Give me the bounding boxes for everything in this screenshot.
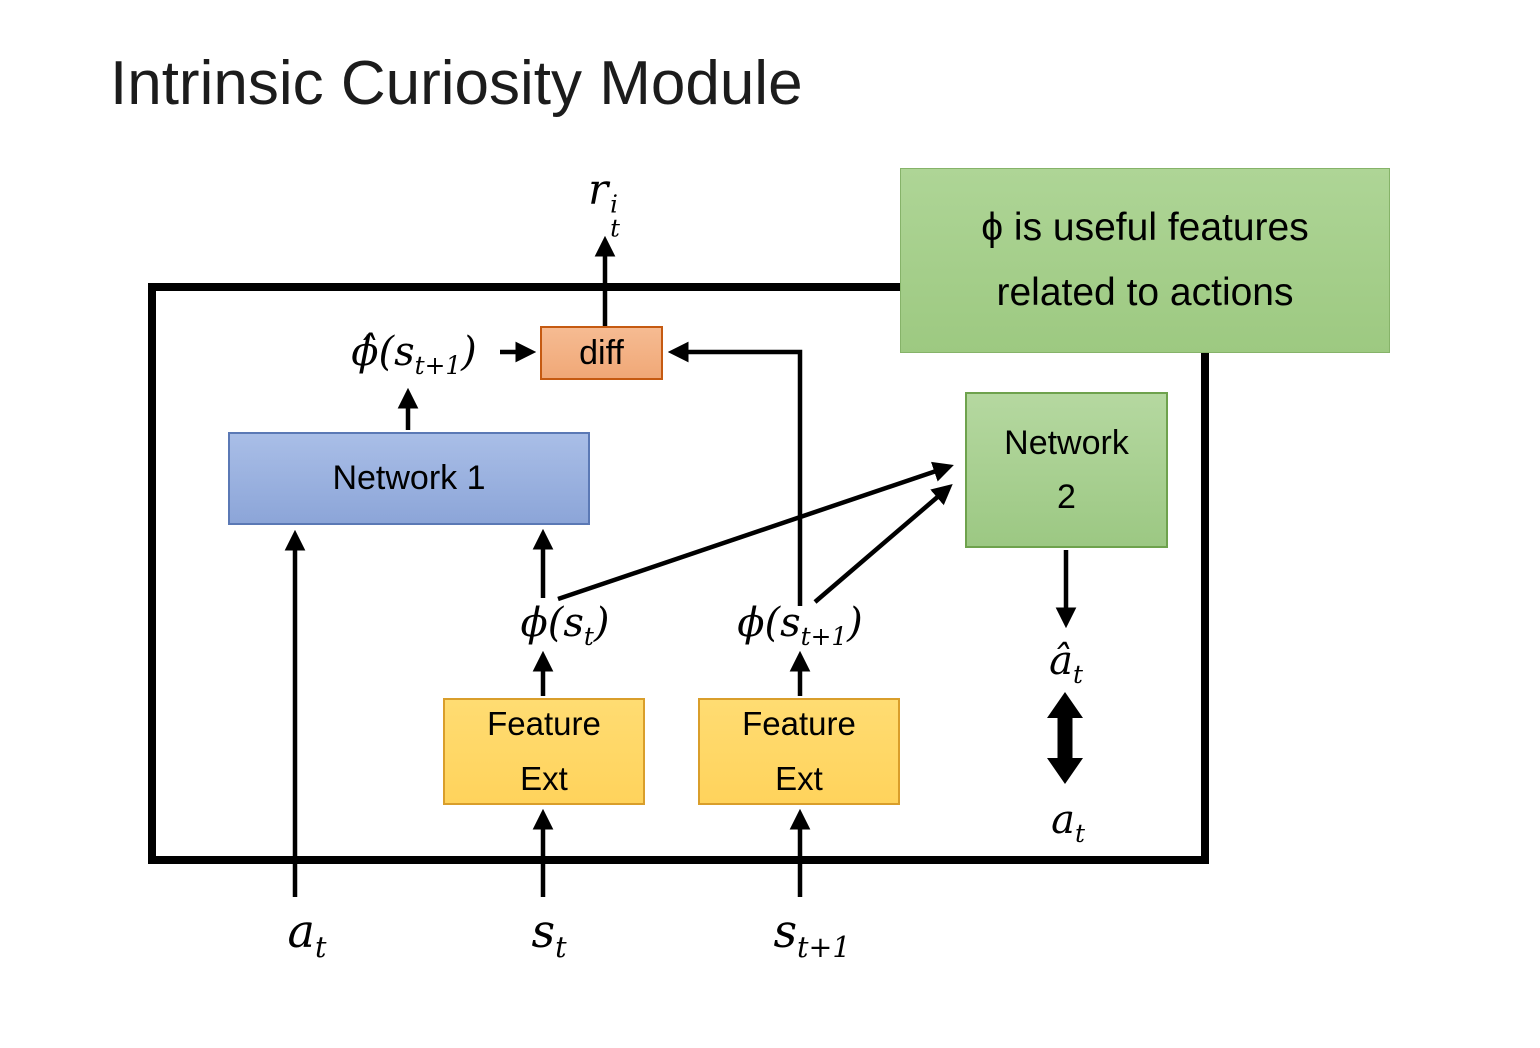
note-callout: ϕ is useful features related to actions <box>900 168 1390 353</box>
feature-ext-right-label-line1: Feature <box>742 705 856 743</box>
label-phi-st: ϕ(st) <box>520 600 610 651</box>
label-phi-st1: ϕ(st+1) <box>737 600 863 651</box>
wire-phist1-to-diff <box>667 341 803 606</box>
feature-ext-left-label-line1: Feature <box>487 705 601 743</box>
network1-box-label: Network 1 <box>332 459 486 497</box>
network2-box-label-line1: Network <box>1004 423 1129 462</box>
label-a-hat-t: ât <box>1049 638 1083 689</box>
label-s-t-bottom: st <box>531 904 567 965</box>
feature-ext-left-box: Feature Ext <box>443 698 645 805</box>
icm-boundary-box <box>148 283 1209 864</box>
reward-sub: t <box>610 213 620 243</box>
label-s-t1-bottom: st+1 <box>773 904 851 965</box>
arrow-phist1-to-network2 <box>813 483 953 604</box>
double-arrow-ahat-at <box>1047 692 1083 784</box>
label-a-t-right: at <box>1051 797 1085 848</box>
reward-sup: i <box>610 188 618 218</box>
page-title: Intrinsic Curiosity Module <box>110 49 803 118</box>
network2-box: Network 2 <box>965 392 1168 548</box>
label-a-t-bottom: at <box>287 904 327 965</box>
feature-ext-left-label-line2: Ext <box>520 759 568 797</box>
diff-box-label: diff <box>579 333 624 372</box>
note-line1: ϕ is useful features <box>981 206 1309 250</box>
network1-box: Network 1 <box>228 432 590 525</box>
feature-ext-right-label-line2: Ext <box>775 759 823 797</box>
feature-ext-right-box: Feature Ext <box>698 698 900 805</box>
note-line2: related to actions <box>996 270 1294 314</box>
network2-box-label-line2: 2 <box>1057 478 1076 516</box>
arrow-phist-to-network2 <box>557 461 954 602</box>
diff-box: diff <box>540 326 663 380</box>
label-phi-hat-st1: ϕ̂(st+1) <box>351 329 477 380</box>
reward-base: r <box>588 164 609 214</box>
